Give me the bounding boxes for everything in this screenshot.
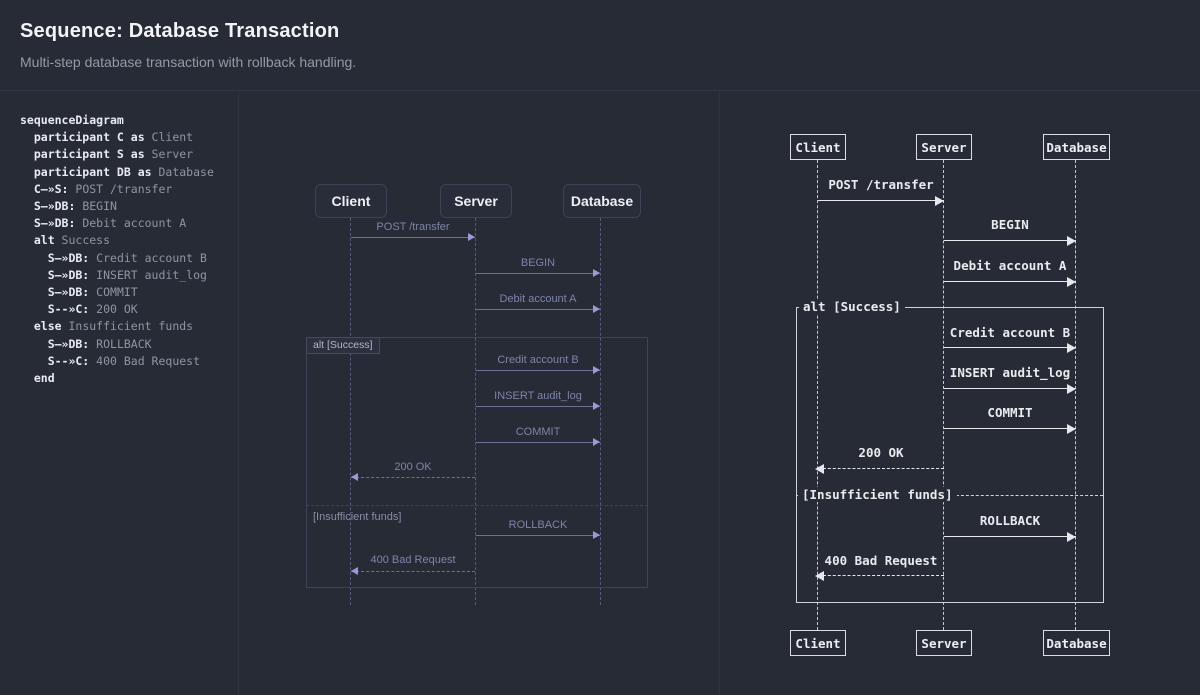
message-arrow bbox=[818, 575, 944, 576]
message-arrow bbox=[818, 468, 944, 469]
panel-divider-right bbox=[719, 91, 720, 695]
message-label: Debit account A bbox=[499, 293, 577, 305]
mermaid-source-code: sequenceDiagram participant C as Client … bbox=[20, 112, 214, 387]
message-label: 400 Bad Request bbox=[824, 553, 938, 568]
message-arrow bbox=[476, 406, 600, 407]
arrowhead-icon bbox=[351, 567, 358, 575]
arrowhead-icon bbox=[593, 438, 600, 446]
message-label: ROLLBACK bbox=[508, 519, 568, 531]
actor-database-bottom: Database bbox=[1043, 630, 1110, 656]
code-line: participant S as Server bbox=[20, 147, 194, 162]
message-label: Debit account A bbox=[953, 258, 1067, 273]
alt-else-divider bbox=[306, 505, 648, 506]
code-line: S--»C: 400 Bad Request bbox=[20, 353, 201, 368]
code-line: S—»DB: BEGIN bbox=[20, 199, 117, 214]
message-label: Credit account B bbox=[949, 325, 1071, 340]
page-subtitle: Multi-step database transaction with rol… bbox=[20, 54, 357, 70]
message-label: INSERT audit_log bbox=[949, 365, 1071, 380]
actor-client: Client bbox=[315, 184, 387, 218]
code-line: S—»DB: ROLLBACK bbox=[20, 336, 152, 351]
message-arrow bbox=[351, 477, 475, 478]
code-line: S—»DB: INSERT audit_log bbox=[20, 267, 207, 282]
message-label: Credit account B bbox=[497, 354, 579, 366]
lifeline-client bbox=[350, 218, 351, 605]
lifeline-client bbox=[817, 160, 818, 630]
arrowhead-icon bbox=[815, 464, 824, 474]
alt-frame-label: alt [Success] bbox=[799, 299, 905, 314]
message-arrow bbox=[476, 370, 600, 371]
arrowhead-icon bbox=[1067, 532, 1076, 542]
message-arrow bbox=[351, 571, 475, 572]
arrowhead-icon bbox=[815, 571, 824, 581]
code-line: else Insufficient funds bbox=[20, 319, 194, 334]
arrowhead-icon bbox=[1067, 343, 1076, 353]
message-label: INSERT audit_log bbox=[494, 390, 582, 402]
arrowhead-icon bbox=[593, 366, 600, 374]
code-line: participant C as Client bbox=[20, 130, 194, 145]
code-line: end bbox=[20, 371, 55, 386]
arrowhead-icon bbox=[593, 269, 600, 277]
code-line: S--»C: 200 OK bbox=[20, 302, 138, 317]
arrowhead-icon bbox=[1067, 236, 1076, 246]
message-label: POST /transfer bbox=[376, 221, 450, 233]
message-arrow bbox=[476, 442, 600, 443]
code-line: participant DB as Database bbox=[20, 164, 214, 179]
header-divider bbox=[0, 90, 1200, 91]
message-arrow bbox=[944, 536, 1076, 537]
code-line: S—»DB: COMMIT bbox=[20, 285, 138, 300]
code-line: S—»DB: Credit account B bbox=[20, 250, 207, 265]
message-arrow bbox=[476, 309, 600, 310]
arrowhead-icon bbox=[351, 473, 358, 481]
code-line: alt Success bbox=[20, 233, 111, 248]
message-arrow bbox=[944, 428, 1076, 429]
arrowhead-icon bbox=[593, 402, 600, 410]
actor-server-bottom: Server bbox=[916, 630, 972, 656]
message-label: 200 OK bbox=[858, 445, 904, 460]
arrowhead-icon bbox=[468, 233, 475, 241]
actor-server: Server bbox=[916, 134, 972, 160]
panel-divider-left bbox=[238, 91, 239, 695]
page-title: Sequence: Database Transaction bbox=[20, 20, 340, 42]
message-arrow bbox=[944, 388, 1076, 389]
arrowhead-icon bbox=[593, 531, 600, 539]
arrowhead-icon bbox=[935, 196, 944, 206]
message-label: COMMIT bbox=[987, 405, 1033, 420]
lifeline-database bbox=[1075, 160, 1076, 630]
lifeline-server bbox=[943, 160, 944, 630]
message-label: POST /transfer bbox=[828, 177, 934, 192]
arrowhead-icon bbox=[1067, 277, 1076, 287]
lifeline-server bbox=[475, 218, 476, 605]
message-label: 200 OK bbox=[394, 461, 432, 473]
actor-database: Database bbox=[1043, 134, 1110, 160]
message-arrow bbox=[944, 281, 1076, 282]
actor-client-bottom: Client bbox=[790, 630, 846, 656]
arrowhead-icon bbox=[593, 305, 600, 313]
message-label: COMMIT bbox=[515, 426, 561, 438]
message-label: BEGIN bbox=[520, 257, 556, 269]
alt-frame-label: alt [Success] bbox=[306, 337, 380, 354]
alt-else-label: [Insufficient funds] bbox=[798, 487, 957, 502]
lifeline-database bbox=[600, 218, 601, 605]
message-arrow bbox=[351, 237, 475, 238]
code-line: sequenceDiagram bbox=[20, 113, 124, 127]
alt-frame bbox=[306, 337, 648, 588]
actor-client: Client bbox=[790, 134, 846, 160]
message-label: 400 Bad Request bbox=[370, 554, 456, 566]
message-arrow bbox=[476, 535, 600, 536]
message-arrow bbox=[944, 240, 1076, 241]
alt-frame bbox=[796, 307, 1104, 603]
actor-database: Database bbox=[563, 184, 641, 218]
message-label: BEGIN bbox=[991, 217, 1029, 232]
arrowhead-icon bbox=[1067, 424, 1076, 434]
message-arrow bbox=[944, 347, 1076, 348]
actor-server: Server bbox=[440, 184, 512, 218]
code-line: C—»S: POST /transfer bbox=[20, 181, 173, 196]
message-arrow bbox=[818, 200, 944, 201]
message-label: ROLLBACK bbox=[979, 513, 1041, 528]
arrowhead-icon bbox=[1067, 384, 1076, 394]
message-arrow bbox=[476, 273, 600, 274]
alt-else-label: [Insufficient funds] bbox=[313, 511, 402, 523]
code-line: S—»DB: Debit account A bbox=[20, 216, 187, 231]
